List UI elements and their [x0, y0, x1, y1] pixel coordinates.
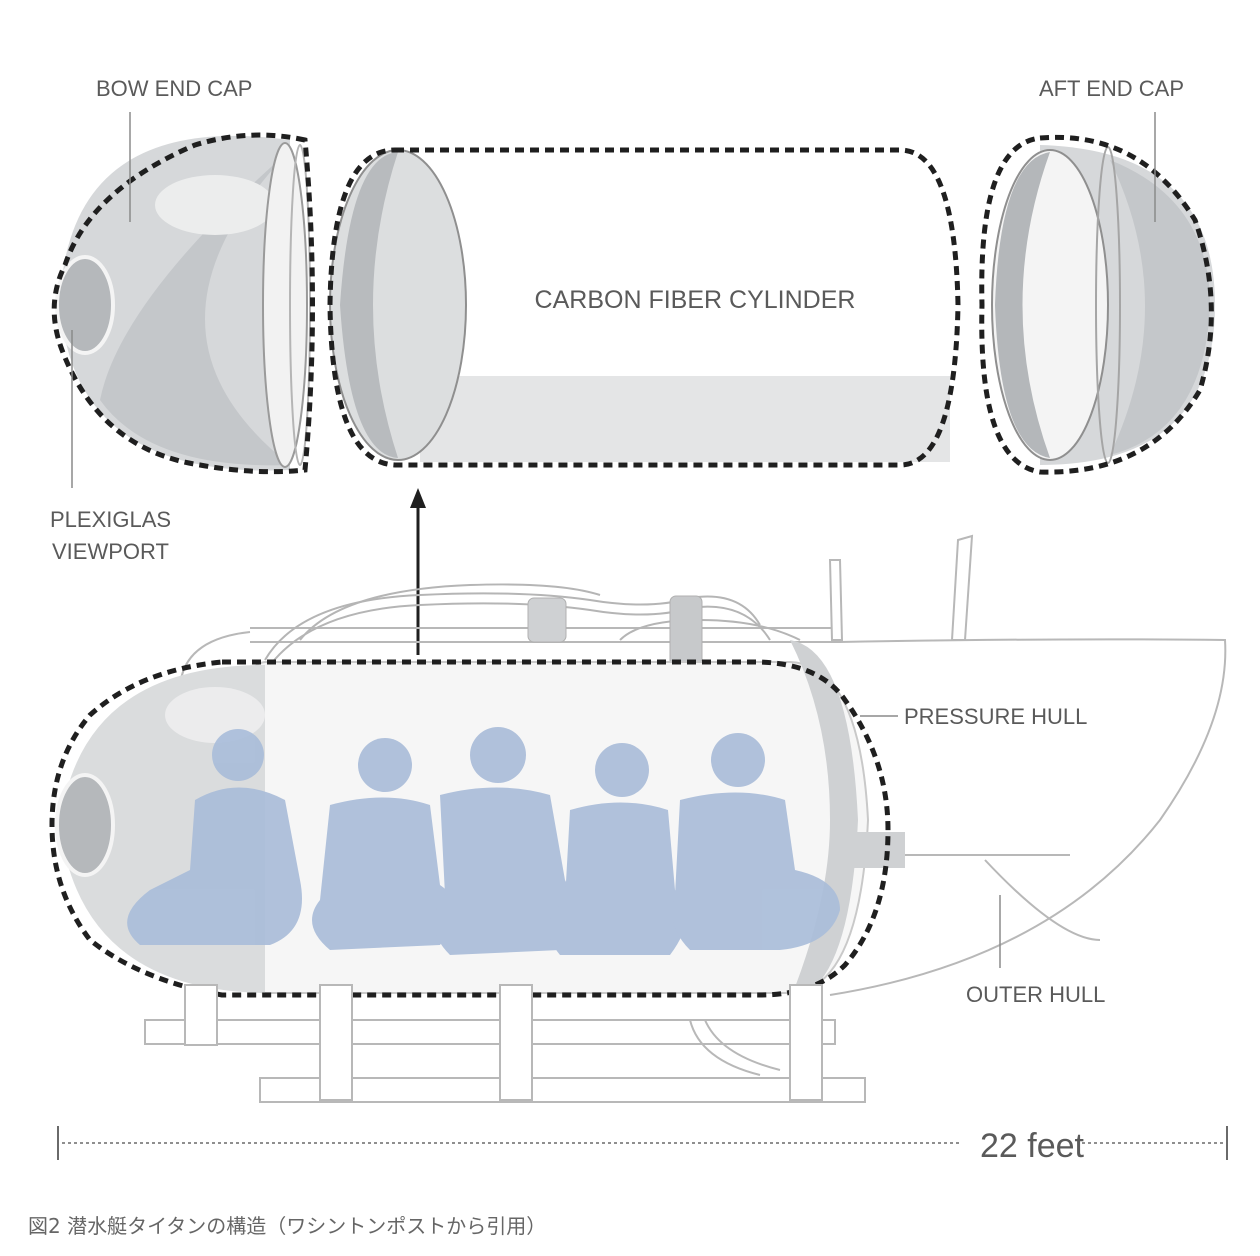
passengers — [127, 727, 840, 955]
bow-end-cap-outline — [51, 132, 315, 475]
top-canister-2 — [669, 595, 703, 667]
plexiglas-viewport-bottom — [55, 773, 115, 877]
passenger-2 — [312, 738, 455, 950]
aft-end-cap-outline — [979, 134, 1214, 475]
passenger-3 — [433, 727, 574, 955]
plexiglas-viewport-top — [55, 255, 115, 355]
outer-hull-label: OUTER HULL — [966, 982, 1105, 1007]
carbon-fiber-cylinder-outline — [327, 147, 961, 468]
plexiglas-label-line1: PLEXIGLAS — [50, 507, 171, 532]
extraction-arrow — [410, 488, 426, 655]
plexiglas-label-line2: VIEWPORT — [52, 539, 169, 564]
pressure-hull-outline — [49, 659, 891, 998]
pressure-hull-label: PRESSURE HULL — [904, 704, 1087, 729]
passenger-4 — [548, 743, 687, 955]
bow-end-cap-label: BOW END CAP — [96, 76, 252, 101]
outer-hull — [178, 534, 1227, 996]
top-canister-1 — [527, 597, 567, 643]
aft-end-cap-label: AFT END CAP — [1039, 76, 1184, 101]
length-dimension — [57, 1126, 1228, 1160]
figure-caption: 図2 潜水艇タイタンの構造（ワシントンポストから引用） — [28, 1214, 547, 1238]
carbon-fiber-cylinder — [329, 149, 952, 462]
skids-frame — [144, 984, 866, 1103]
passenger-5 — [672, 733, 840, 950]
length-label: 22 feet — [980, 1127, 1085, 1165]
carbon-fiber-cylinder-label: CARBON FIBER CYLINDER — [535, 286, 856, 314]
aft-end-cap — [991, 145, 1215, 465]
bow-end-cap — [55, 135, 311, 471]
passenger-1 — [127, 729, 302, 945]
